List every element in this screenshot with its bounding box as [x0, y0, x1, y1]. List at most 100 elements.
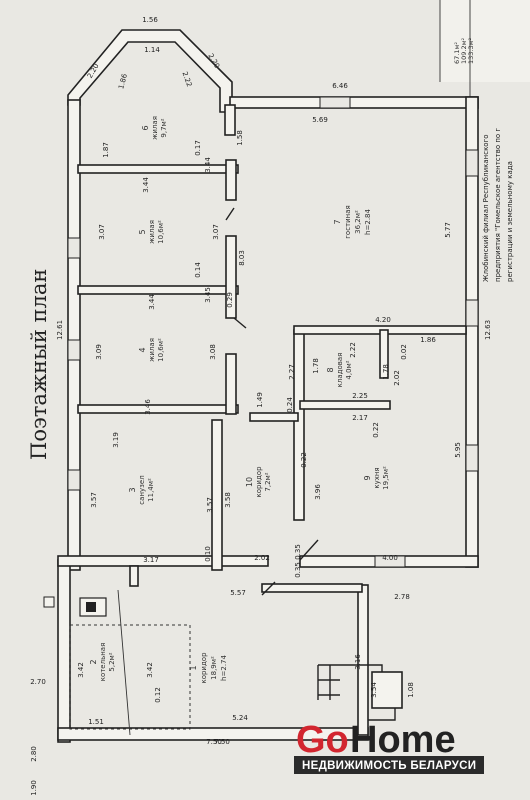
window-right-3	[465, 444, 479, 472]
dimension-label: 5.57	[230, 589, 246, 597]
dimension-label: 0.22	[300, 452, 308, 468]
dimension-label: 4.00	[382, 554, 398, 562]
dimension-label: 0.22	[372, 422, 380, 438]
wall-pantry-bottom	[299, 400, 391, 410]
dimension-label: 3.44	[148, 294, 156, 310]
room-5-label: 5 жилая 10,6м²	[138, 220, 165, 244]
wall-boiler-stub	[129, 565, 139, 587]
room-10-area: 7,2м²	[264, 472, 272, 491]
wall-entry	[261, 583, 363, 593]
dimension-label: 1.87	[102, 142, 110, 158]
room-1-height: h=2.74	[220, 655, 228, 681]
logo-go-text: Go	[296, 719, 349, 761]
window-bottom	[374, 555, 406, 568]
dimension-label: 3.96	[314, 484, 322, 500]
dimension-label: 2.02	[254, 554, 270, 562]
dimension-label: 1.90	[30, 780, 38, 796]
room-4-label: 4 жилая 10,6м²	[138, 338, 165, 362]
dimension-label: 3.16	[354, 654, 362, 670]
dimension-label: 1.78	[312, 358, 320, 374]
dimension-label: 0.17	[194, 140, 202, 156]
room-3-name: санузел	[138, 475, 146, 504]
room-7-num: 7	[333, 219, 342, 224]
room-6-num: 6	[141, 125, 150, 130]
room-10-num: 10	[245, 477, 254, 487]
dimension-label: 3.42	[146, 662, 154, 678]
room-4-name: жилая	[148, 338, 156, 362]
room-2-area: 5,2м²	[108, 652, 116, 671]
wall-left	[67, 99, 81, 571]
dimension-label: 5.95	[454, 442, 462, 458]
room-3-num: 3	[128, 487, 137, 492]
room-8-name: кладовая	[336, 353, 344, 388]
dimension-label: 0.12	[154, 687, 162, 703]
dimension-label: 4.20	[375, 316, 391, 324]
dimension-label: 3.44	[142, 177, 150, 193]
room-7-height: h=2.84	[364, 209, 372, 235]
window-right-1	[465, 149, 479, 177]
room-9-area: 19,5м²	[382, 466, 390, 490]
dimension-label: 3.44	[204, 157, 212, 173]
dimension-label: 3.57	[206, 497, 214, 513]
dimension-label: 0.29	[226, 292, 234, 308]
wall-corr-2	[225, 159, 237, 201]
wall-left-lower	[57, 559, 71, 743]
side-area-1: 67.1м²	[453, 42, 461, 64]
dimension-label: 3.09	[95, 344, 103, 360]
room-2-label: 2 котельная 5,2м²	[89, 643, 116, 682]
room-5-num: 5	[138, 229, 147, 234]
dimension-label: 1.56	[142, 16, 158, 24]
dimension-label: 2.25	[352, 392, 368, 400]
dimension-label: 2.80	[30, 746, 38, 762]
dimension-label: 0.10	[204, 546, 212, 562]
side-area-2: 109.2м²	[460, 37, 468, 64]
window-left-2	[67, 339, 81, 361]
room-1-name: коридор	[200, 652, 208, 684]
dimension-label: 5.77	[444, 222, 452, 238]
window-left-1	[67, 237, 81, 259]
room-1-label: 1 коридор 18,9м² h=2.74	[189, 652, 228, 684]
side-text-3: регистрации и земельному када	[506, 161, 514, 282]
room-10-name: коридор	[255, 466, 263, 498]
dimension-label: 2.70	[30, 678, 46, 686]
dimension-label: 1.14	[144, 46, 160, 54]
window-left-3	[67, 469, 81, 491]
dimension-label: 1.58	[236, 130, 244, 146]
room-4-area: 10,6м²	[157, 338, 165, 362]
room-7-name: гостиная	[344, 205, 352, 239]
dimension-label: 5.69	[312, 116, 328, 124]
room-8-num: 8	[326, 367, 335, 372]
room-10-label: 10 коридор 7,2м²	[245, 466, 272, 498]
dimension-label: 3.08	[209, 344, 217, 360]
porch-block	[371, 671, 403, 709]
room-7-label: 7 гостиная 36,2м² h=2.84	[333, 205, 372, 239]
dimension-label: 0.02	[400, 344, 408, 360]
dimension-label: 3.19	[112, 432, 120, 448]
logo-tagline-bar	[294, 756, 484, 774]
window-right-2	[465, 299, 479, 327]
dimension-label: 0.14	[194, 262, 202, 278]
dimension-label: 1.86	[117, 72, 129, 90]
wall-pantry-right	[379, 329, 389, 379]
wall-lower-right	[357, 584, 369, 736]
dimension-label: 0.35	[294, 562, 302, 578]
logo-tagline: НЕДВИЖИМОСТЬ БЕЛАРУСИ	[302, 760, 476, 772]
room-9-num: 9	[363, 475, 372, 480]
side-text-2: предприятия "Гомельское агентство по г	[494, 128, 502, 282]
wall-corr-4	[225, 353, 237, 415]
dimension-label: 1.51	[88, 718, 104, 726]
room-3-area: 11,4м²	[147, 478, 155, 502]
stove-inner-icon	[86, 602, 96, 612]
dimension-label: 3.07	[98, 224, 106, 240]
window-top	[319, 96, 351, 109]
dimension-label: 0.35	[294, 544, 302, 560]
dimension-label: 3.58	[224, 492, 232, 508]
dimension-label: 7.50	[206, 738, 222, 746]
room-1-num: 1	[189, 665, 198, 670]
room-2-name: котельная	[99, 643, 107, 682]
dimension-label: 1.49	[256, 392, 264, 408]
dimension-label: 2.22	[349, 342, 357, 358]
dimension-label: 12.61	[56, 320, 64, 340]
